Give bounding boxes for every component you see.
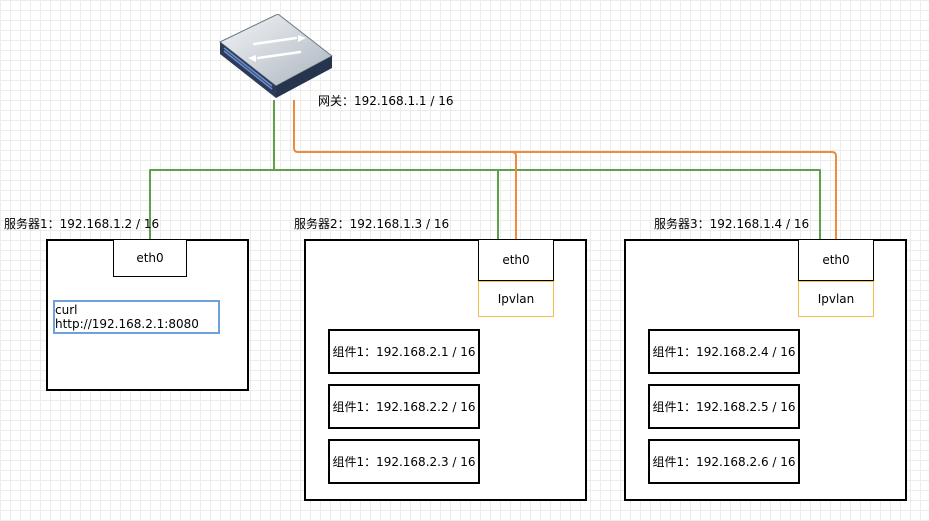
server2-component-2: 组件1：192.168.2.2 / 16	[328, 384, 480, 429]
server2-component-3: 组件1：192.168.2.3 / 16	[328, 439, 480, 484]
router-icon	[214, 13, 334, 103]
gateway-label: 网关：192.168.1.1 / 16	[318, 94, 454, 108]
server3-title: 服务器3：192.168.1.4 / 16	[654, 217, 810, 231]
server3-eth0: eth0	[798, 239, 874, 281]
link-server1	[149, 169, 274, 240]
server1-box: eth0 curl http://192.168.2.1:8080	[46, 239, 249, 391]
server2-title: 服务器2：192.168.1.3 / 16	[294, 217, 450, 231]
ipvlan-server2-trunk	[490, 151, 517, 460]
link-server3	[274, 169, 821, 240]
server1-title: 服务器1：192.168.1.2 / 16	[4, 217, 160, 231]
server1-curl-command: curl http://192.168.2.1:8080	[53, 300, 220, 334]
server3-component-2: 组件1：192.168.2.5 / 16	[648, 384, 800, 429]
server2-eth0: eth0	[478, 239, 554, 281]
ipvlan-trunk	[293, 100, 837, 460]
server2-box: eth0 Ipvlan 组件1：192.168.2.1 / 16 组件1：192…	[304, 239, 587, 501]
server3-box: eth0 Ipvlan 组件1：192.168.2.4 / 16 组件1：192…	[624, 239, 907, 501]
server2-component-1: 组件1：192.168.2.1 / 16	[328, 329, 480, 374]
server1-eth0: eth0	[113, 239, 187, 277]
server2-ipvlan: Ipvlan	[478, 281, 554, 317]
server3-component-3: 组件1：192.168.2.6 / 16	[648, 439, 800, 484]
server3-component-1: 组件1：192.168.2.4 / 16	[648, 329, 800, 374]
server3-ipvlan: Ipvlan	[798, 281, 874, 317]
